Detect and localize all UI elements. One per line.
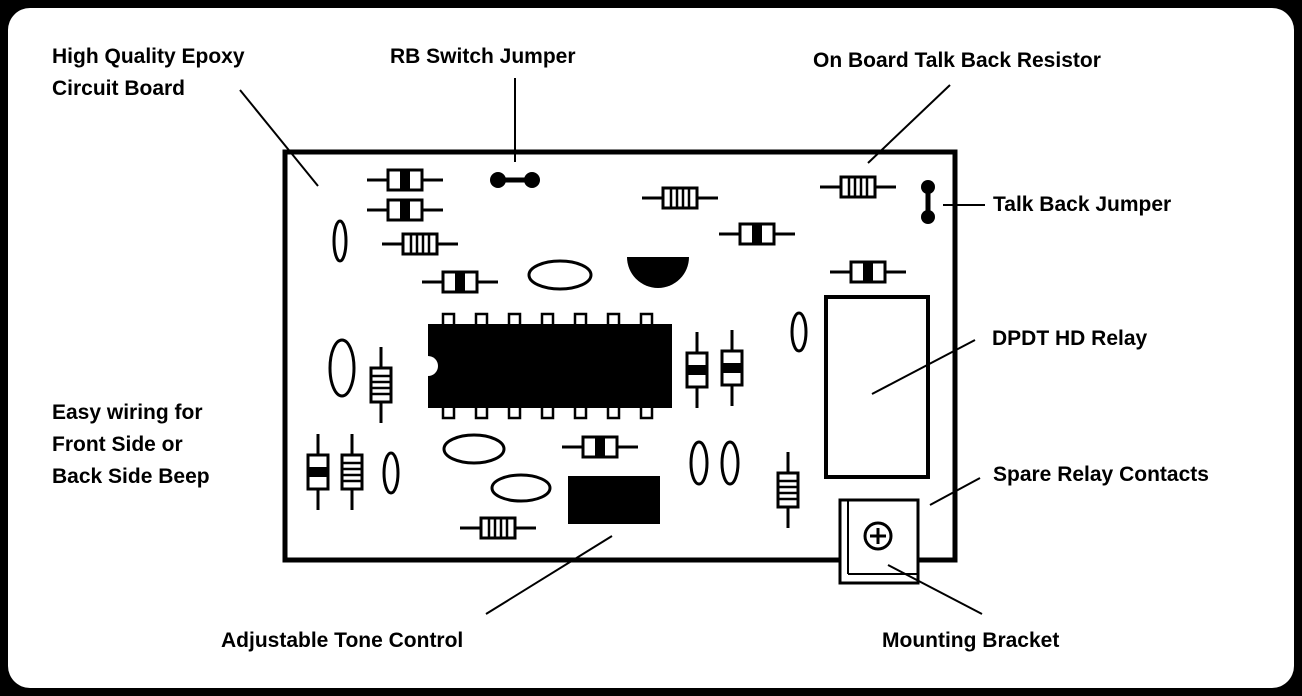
label-mounting-bracket: Mounting Bracket bbox=[882, 629, 1060, 652]
talk-back-jumper bbox=[921, 180, 935, 224]
dpdt-relay bbox=[824, 295, 930, 479]
capacitor bbox=[689, 440, 709, 486]
label-dpdt-relay: DPDT HD Relay bbox=[992, 327, 1148, 350]
transistor bbox=[627, 257, 689, 288]
capacitor bbox=[527, 259, 593, 291]
label-spare-contacts: Spare Relay Contacts bbox=[993, 463, 1209, 486]
capacitor bbox=[332, 219, 348, 263]
label-easy-line1: Easy wiring for bbox=[52, 401, 203, 424]
label-board-line1: High Quality Epoxy bbox=[52, 45, 245, 68]
tone-control-pot bbox=[568, 476, 660, 524]
capacitor bbox=[720, 440, 740, 486]
label-board-line2: Circuit Board bbox=[52, 77, 186, 100]
capacitor bbox=[790, 311, 808, 353]
ic-chip bbox=[428, 312, 672, 420]
capacitor bbox=[382, 451, 400, 495]
label-easy-line3: Back Side Beep bbox=[52, 465, 210, 488]
capacitor bbox=[328, 338, 356, 398]
label-tone-control: Adjustable Tone Control bbox=[221, 629, 464, 652]
label-easy-line2: Front Side or bbox=[52, 433, 183, 456]
label-talk-back-jumper: Talk Back Jumper bbox=[993, 193, 1172, 216]
label-talk-back-resistor: On Board Talk Back Resistor bbox=[813, 49, 1101, 72]
rb-switch-jumper bbox=[490, 172, 540, 188]
capacitor bbox=[442, 433, 506, 465]
leader-lines bbox=[239, 78, 985, 615]
capacitor bbox=[490, 473, 552, 503]
label-rb-switch: RB Switch Jumper bbox=[390, 45, 576, 68]
mounting-bracket bbox=[838, 498, 920, 585]
